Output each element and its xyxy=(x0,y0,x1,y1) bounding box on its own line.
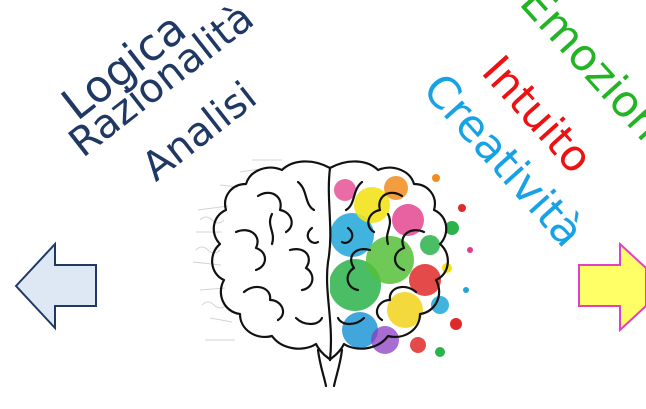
paint-splash xyxy=(330,176,449,354)
left-arrow-icon xyxy=(14,241,97,331)
right-arrow-icon xyxy=(578,241,646,333)
brain-icon xyxy=(192,159,473,388)
notes-background xyxy=(192,159,282,341)
paint-droplets xyxy=(432,174,473,357)
